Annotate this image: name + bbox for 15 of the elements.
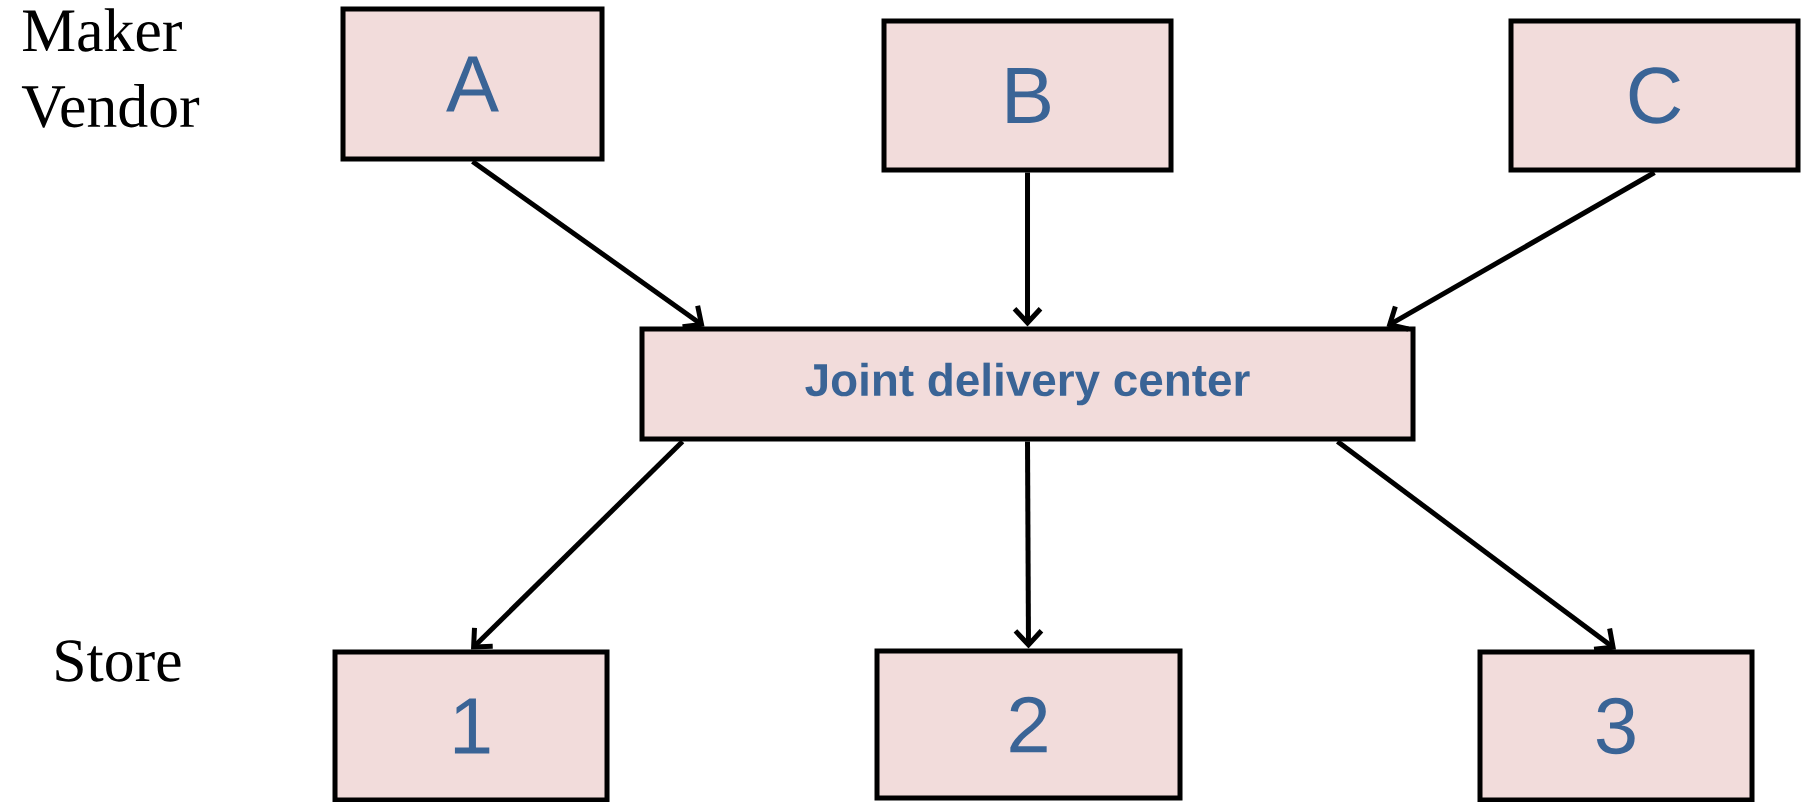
letter-box: 1	[332, 649, 610, 802]
arrow	[471, 159, 705, 330]
letter-box: B	[881, 18, 1174, 173]
letter-box: 2	[874, 648, 1183, 801]
arrow	[1336, 439, 1616, 652]
letter-box: C	[1508, 18, 1801, 173]
row-label: Maker Vendor	[21, 8, 200, 128]
letter-box: 3	[1477, 649, 1755, 802]
letter-box: A	[340, 6, 605, 162]
arrow	[1386, 170, 1656, 332]
arrow	[1013, 441, 1044, 649]
row-label: Store	[56, 640, 181, 682]
arrow	[471, 439, 685, 650]
arrow	[1012, 172, 1043, 327]
process-box: Joint delivery center	[639, 326, 1416, 442]
